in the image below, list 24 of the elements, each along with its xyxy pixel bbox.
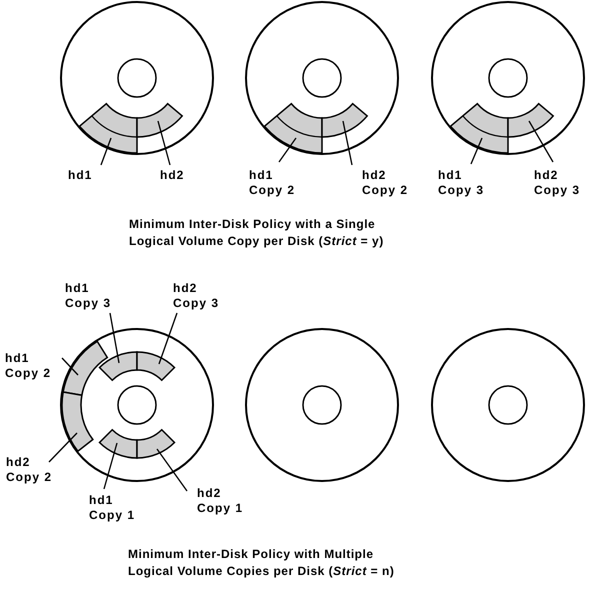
leader-line: [528, 120, 554, 162]
segment-label: hd2 Copy 1: [197, 486, 249, 516]
segment-label: hd1 Copy 2: [249, 168, 301, 198]
segment-label: hd1 Copy 3: [438, 168, 490, 198]
leader-line: [156, 448, 188, 492]
segment-label: hd1 Copy 3: [65, 281, 117, 311]
leader-line: [62, 358, 78, 376]
segment-label: hd2 Copy 2: [362, 168, 414, 198]
leader-line: [157, 120, 171, 166]
caption-text: Minimum Inter-Disk Policy with Multiple Logical Volume Copies per Disk (Strict = n): [128, 546, 396, 580]
segment-label: hd2 Copy 3: [173, 281, 225, 311]
leader-line: [48, 432, 78, 462]
segment-label: hd2 Copy 3: [534, 168, 586, 198]
segment-label: hd1 Copy 1: [89, 493, 141, 523]
caption-text: Minimum Inter-Disk Policy with a Single Logical Volume Copy per Disk (Strict = y): [129, 216, 385, 250]
leader-line: [278, 138, 297, 162]
leader-line: [100, 138, 112, 166]
segment-label: hd1: [68, 168, 120, 183]
leader-line: [158, 312, 178, 364]
leader-line: [109, 312, 120, 364]
segment-label: hd2: [160, 168, 212, 183]
leader-line: [470, 138, 483, 164]
segment-label: hd1 Copy 2: [5, 351, 57, 381]
segment-label: hd2 Copy 2: [6, 455, 58, 485]
